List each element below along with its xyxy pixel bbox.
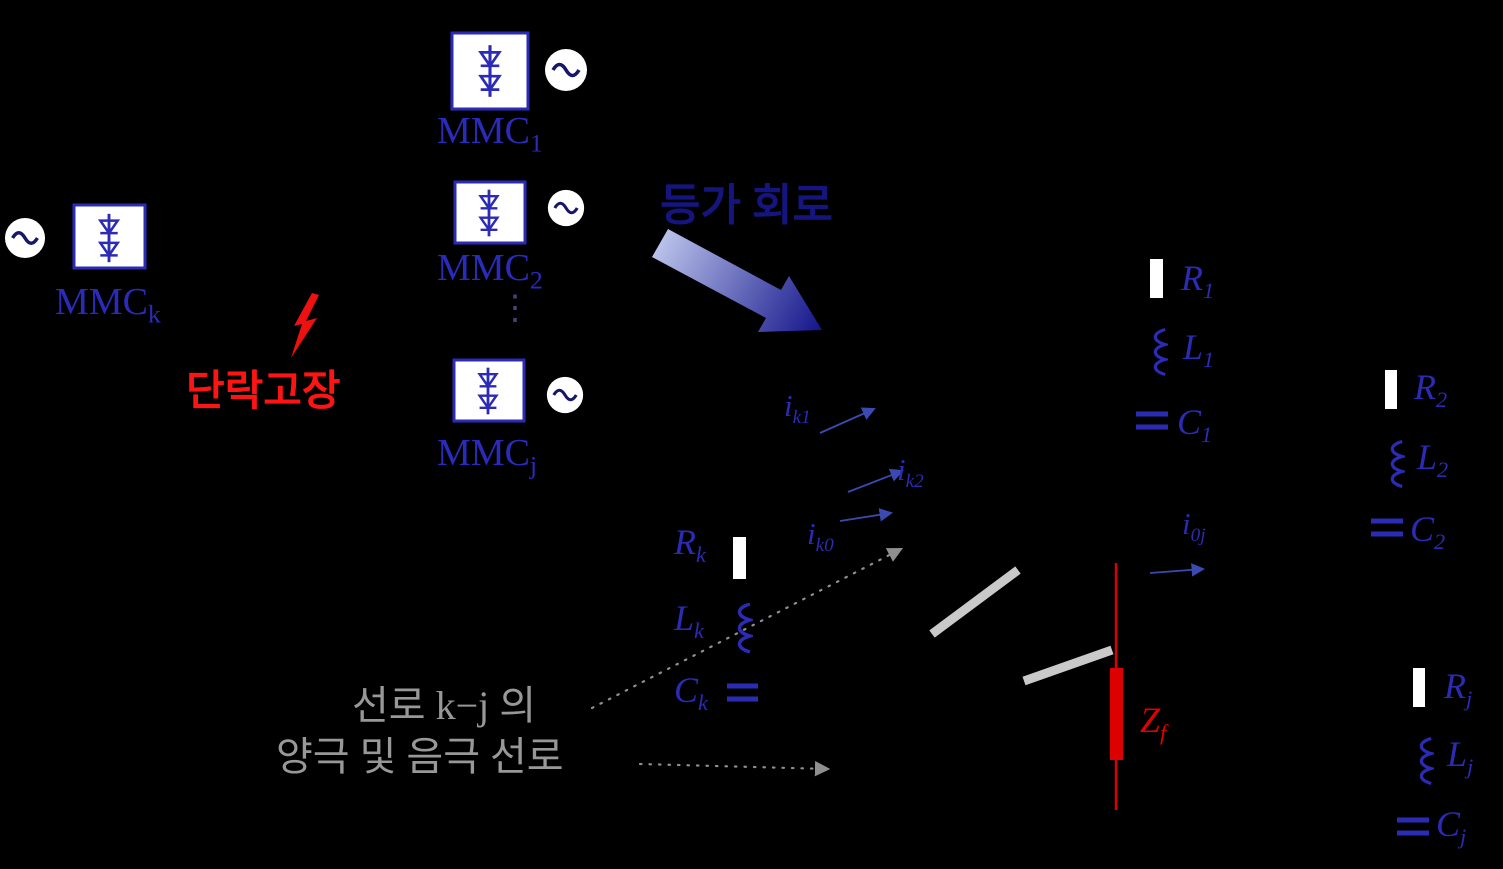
label-L1: L1 (1183, 327, 1215, 373)
label-mmck: MMCk (55, 281, 161, 329)
equivalent-circuit-heading: 등가 회로 (660, 181, 833, 230)
capacitor-C1 (1136, 411, 1168, 430)
resistor-Rk (733, 537, 746, 579)
inductor-L2 (1390, 440, 1404, 488)
capacitor-Cj (1397, 817, 1429, 836)
current-arrow-i0j (1149, 563, 1206, 577)
label-ik0: ik0 (807, 516, 834, 557)
label-Rj: Rj (1444, 666, 1473, 712)
label-i0j: i0j (1182, 506, 1206, 547)
line-segment-bar (929, 566, 1021, 638)
resistor-R1 (1150, 259, 1163, 298)
inductor-Lj (1419, 737, 1433, 785)
line-note-1: 선로 k−j 의 (352, 683, 537, 728)
label-Ck: Ck (674, 670, 708, 716)
ac-source-icon (547, 189, 585, 227)
resistor-R2 (1385, 370, 1397, 409)
label-Lk: Lk (674, 598, 704, 644)
capacitor-Ck (727, 683, 758, 702)
current-arrow-ik2 (847, 468, 904, 493)
label-ik2: ik2 (897, 452, 924, 493)
ac-source-icon (4, 217, 46, 259)
lightning-bolt-icon (291, 293, 319, 358)
line-segment-bar (1022, 645, 1114, 686)
label-mmc1: MMC1 (437, 110, 543, 158)
label-R2: R2 (1414, 367, 1448, 413)
mmck-converter-box (72, 203, 147, 270)
label-ik1: ik1 (784, 388, 811, 429)
label-R1: R1 (1181, 258, 1215, 304)
label-Cj: Cj (1436, 804, 1467, 850)
fault-impedance-Zf (1110, 668, 1123, 760)
label-Zf: Zf (1140, 700, 1167, 746)
ac-source-icon (544, 48, 588, 92)
label-Lj: Lj (1447, 734, 1474, 780)
vertical-ellipsis: ⋮ (498, 290, 532, 327)
mmc2-converter-box (453, 180, 527, 245)
label-C2: C2 (1410, 509, 1446, 555)
annotation-dotted-arrow-1 (590, 547, 904, 710)
current-arrow-ik0 (839, 508, 894, 522)
annotation-dotted-arrow-2 (638, 760, 831, 777)
label-Rk: Rk (674, 522, 706, 568)
label-mmcj: MMCj (437, 432, 538, 480)
inductor-Lk (737, 603, 752, 653)
capacitor-C2 (1371, 518, 1403, 537)
current-arrow-ik1 (819, 407, 876, 434)
line-note-2: 양극 및 음극 선로 (276, 734, 564, 779)
short-circuit-fault-label: 단락고장 (186, 369, 341, 415)
mmc1-converter-box (450, 31, 530, 111)
label-mmc2: MMC2 (437, 247, 543, 295)
equivalent-circuit-arrow (652, 229, 822, 332)
label-C1: C1 (1177, 402, 1213, 448)
label-L2: L2 (1417, 437, 1449, 483)
ac-source-icon (546, 376, 584, 414)
inductor-L1 (1153, 328, 1167, 376)
mmcj-converter-box (452, 358, 526, 423)
resistor-Rj (1413, 668, 1425, 707)
